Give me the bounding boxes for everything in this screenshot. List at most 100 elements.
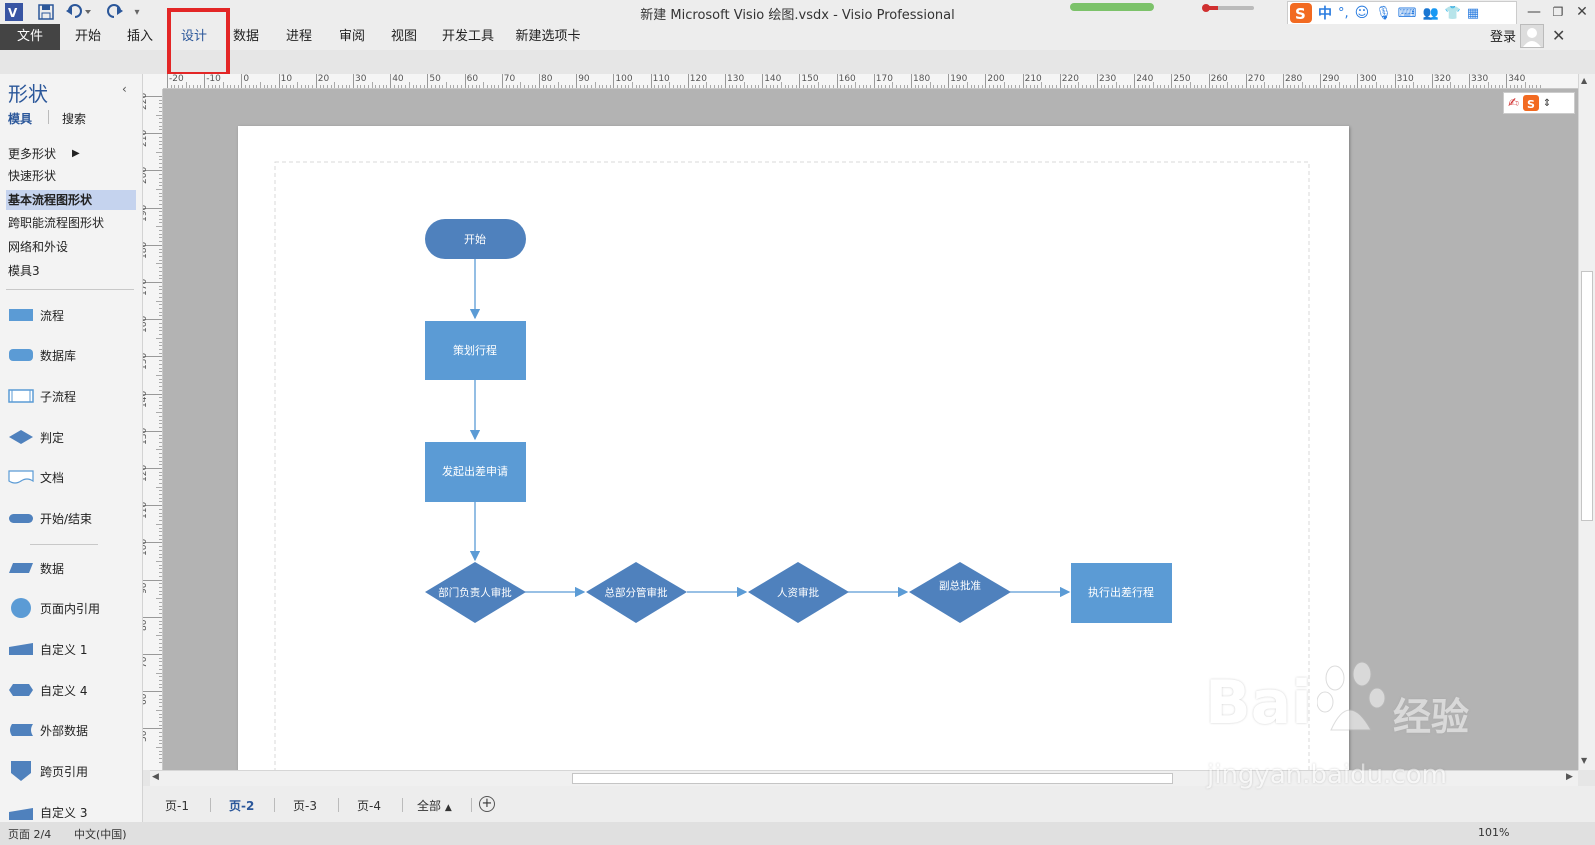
shape-off-page-reference[interactable]: 跨页引用 (8, 758, 138, 784)
shape-custom-4[interactable]: 自定义 4 (8, 677, 138, 703)
ruler-minor-tick (851, 85, 853, 88)
scroll-right-icon[interactable]: ▶ (1566, 772, 1573, 782)
ruler-minor-tick (818, 82, 819, 88)
skin-icon[interactable]: 👕 (1444, 5, 1461, 21)
redo-icon[interactable] (104, 3, 124, 21)
close-ribbon-icon[interactable]: ✕ (1552, 26, 1566, 45)
node-plan[interactable]: 策划行程 (425, 321, 526, 380)
node-hq-approval[interactable]: 总部分管审批 (586, 562, 687, 623)
tab-process[interactable]: 进程 (285, 29, 312, 44)
avatar[interactable] (1520, 24, 1544, 48)
page-tabs-bar: 页-1 页-2 页-3 页-4 全部 ▲ + (143, 786, 1595, 822)
horizontal-scroll-thumb[interactable] (572, 773, 1173, 784)
shape-subprocess[interactable]: 子流程 (8, 383, 138, 409)
toolbox-icon[interactable]: ▦ (1466, 5, 1480, 21)
page-tab-2[interactable]: 页-2 (229, 799, 255, 813)
subprocess-shape-icon (8, 389, 34, 403)
vertical-scrollbar[interactable]: ▲ ▼ (1578, 74, 1595, 770)
shape-terminator[interactable]: 开始/结束 (8, 505, 138, 531)
tab-insert[interactable]: 插入 (126, 29, 153, 44)
node-start[interactable]: 开始 (425, 219, 526, 259)
page-indicator[interactable]: 页面 2/4 (8, 828, 52, 841)
page-tab-4[interactable]: 页-4 (357, 799, 381, 813)
window-title: 新建 Microsoft Visio 绘图.vsdx - Visio Profe… (640, 8, 955, 23)
tab-data[interactable]: 数据 (232, 29, 259, 44)
shape-data[interactable]: 数据 (8, 555, 138, 581)
shape-process[interactable]: 流程 (8, 302, 138, 328)
restore-icon[interactable]: ❐ (1552, 5, 1564, 19)
stencils-nav[interactable]: 模具 (8, 112, 33, 126)
tab-home[interactable]: 开始 (74, 29, 101, 44)
close-icon[interactable]: ✕ (1576, 4, 1588, 20)
ruler-tick (390, 74, 392, 88)
ime-menu-icon[interactable]: ⇕ (1542, 97, 1552, 109)
stencil-3[interactable]: 模具3 (8, 264, 40, 278)
ruler-minor-tick (1335, 85, 1337, 88)
ruler-minor-tick (252, 85, 254, 88)
microphone-icon[interactable]: 🎙 (1375, 5, 1392, 21)
emoji-icon[interactable]: ☺ (1354, 5, 1370, 21)
node-dept-approval[interactable]: 部门负责人审批 (425, 562, 526, 623)
collapse-pane-icon[interactable]: ‹ (122, 82, 127, 96)
user-icon[interactable]: 👥 (1422, 5, 1439, 21)
scroll-up-icon[interactable]: ▲ (1581, 76, 1588, 85)
tab-developer[interactable]: 开发工具 (441, 29, 494, 44)
node-execute[interactable]: 执行出差行程 (1071, 563, 1172, 623)
node-vp-approval[interactable]: 副总批准 (909, 562, 1011, 623)
tab-view[interactable]: 视图 (390, 29, 417, 44)
stencil-cross-functional[interactable]: 跨职能流程图形状 (8, 216, 105, 230)
ruler-minor-tick (1368, 85, 1370, 88)
search-nav[interactable]: 搜索 (62, 112, 87, 126)
handwriting-icon[interactable]: ✍ (1508, 95, 1519, 111)
page-tab-3[interactable]: 页-3 (293, 799, 317, 813)
drawing-canvas[interactable]: 开始 策划行程 发起出差申请 部门负责人审批 总部分管审批 人资审批 (163, 89, 1578, 770)
ruler-minor-tick (159, 285, 162, 287)
ruler-minor-tick (884, 85, 886, 88)
stencil-more-shapes[interactable]: 更多形状▶ (8, 144, 138, 164)
scroll-down-icon[interactable]: ▼ (1581, 756, 1588, 765)
shape-document[interactable]: 文档 (8, 464, 138, 490)
scroll-left-icon[interactable]: ◀ (152, 772, 159, 782)
shape-decision[interactable]: 判定 (8, 424, 138, 450)
customize-toolbar-icon[interactable]: ▾ (134, 6, 140, 18)
ruler-minor-tick (453, 85, 455, 88)
ruler-minor-tick (1201, 85, 1203, 88)
ruler-minor-tick (605, 85, 607, 88)
shape-custom-3[interactable]: 自定义 3 (8, 800, 138, 824)
tab-review[interactable]: 审阅 (338, 29, 365, 44)
sogou-small-icon[interactable]: S (1522, 95, 1539, 111)
undo-icon[interactable] (64, 3, 94, 21)
ime-mode-toggle[interactable]: 中 (1318, 6, 1332, 22)
stencil-network[interactable]: 网络和外设 (8, 240, 69, 254)
minimize-icon[interactable]: — (1527, 4, 1541, 20)
sign-in-link[interactable]: 登录 (1490, 30, 1517, 45)
tab-file[interactable]: 文件 (0, 24, 60, 50)
save-icon[interactable] (36, 3, 56, 21)
keyboard-icon[interactable]: ⌨ (1397, 5, 1417, 21)
shape-custom-1[interactable]: 自定义 1 (8, 636, 138, 662)
punctuation-icon[interactable]: °, (1338, 5, 1349, 21)
node-apply[interactable]: 发起出差申请 (425, 442, 526, 502)
tab-new-tab[interactable]: 新建选项卡 (515, 29, 581, 44)
vertical-scroll-thumb[interactable] (1581, 271, 1593, 521)
shape-database[interactable]: 数据库 (8, 342, 138, 368)
stencil-quick-shapes[interactable]: 快速形状 (8, 169, 57, 183)
language-indicator[interactable]: 中文(中国) (74, 828, 127, 841)
ruler-tick (143, 356, 162, 358)
tab-design[interactable]: 设计 (180, 29, 207, 44)
shape-on-page-reference[interactable]: 页面内引用 (8, 595, 138, 621)
all-pages-menu[interactable]: 全部 ▲ (417, 799, 452, 813)
page-tab-1[interactable]: 页-1 (165, 799, 189, 813)
ruler-minor-tick (156, 189, 162, 190)
ruler-minor-tick (1175, 85, 1177, 88)
horizontal-scrollbar[interactable]: ◀ ▶ (150, 770, 1578, 786)
ruler-minor-tick (1197, 85, 1199, 88)
ruler-minor-tick (977, 85, 979, 88)
ruler-minor-tick (1495, 85, 1497, 88)
node-hr-approval[interactable]: 人资审批 (748, 562, 849, 623)
zoom-level[interactable]: 101% (1478, 826, 1510, 839)
stencil-basic-flowchart[interactable]: 基本流程图形状 (6, 190, 136, 210)
shape-external-data[interactable]: 外部数据 (8, 717, 138, 743)
add-page-icon[interactable]: + (479, 796, 495, 812)
drawing-page[interactable]: 开始 策划行程 发起出差申请 部门负责人审批 总部分管审批 人资审批 (238, 126, 1349, 770)
